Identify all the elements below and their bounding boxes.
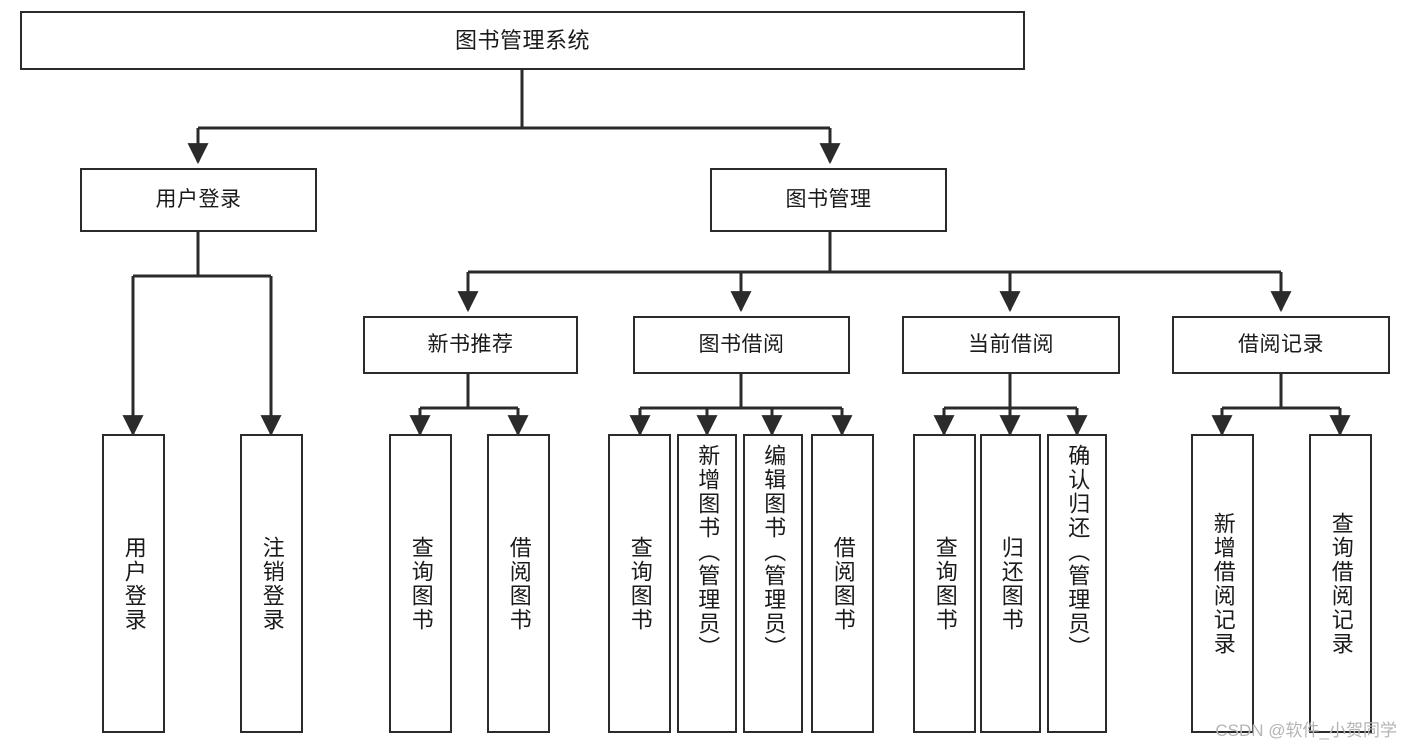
leaf-return-book[interactable]: 归还图书 [980, 434, 1041, 733]
csdn-watermark: CSDN @软件_小贺同学 [1215, 721, 1397, 740]
node-label: 查询图书 [627, 535, 653, 632]
node-label: 当前借阅 [968, 332, 1054, 356]
leaf-query-borrow-record[interactable]: 查询借阅记录 [1309, 434, 1372, 733]
node-label: 用户登录 [121, 535, 147, 632]
node-label: 新增借阅记录 [1210, 511, 1236, 656]
node-new-book-recommend[interactable]: 新书推荐 [363, 316, 578, 374]
node-book-manage[interactable]: 图书管理 [710, 168, 947, 232]
node-label: 查询借阅记录 [1328, 511, 1354, 656]
node-root-system[interactable]: 图书管理系统 [20, 11, 1025, 70]
node-label: 图书管理系统 [454, 27, 590, 53]
node-current-borrow[interactable]: 当前借阅 [902, 316, 1120, 374]
node-label: 编辑图书（管理员） [761, 444, 787, 660]
node-label: 查询图书 [932, 535, 958, 632]
leaf-query-book-borrow[interactable]: 查询图书 [608, 434, 671, 733]
leaf-edit-book[interactable]: 编辑图书（管理员） [743, 434, 803, 733]
leaf-query-book-current[interactable]: 查询图书 [913, 434, 976, 733]
node-label: 借阅记录 [1238, 332, 1324, 356]
leaf-add-borrow-record[interactable]: 新增借阅记录 [1191, 434, 1254, 733]
node-label: 用户登录 [155, 187, 242, 211]
node-label: 查询图书 [408, 535, 434, 632]
node-user-login[interactable]: 用户登录 [80, 168, 317, 232]
leaf-borrow-book[interactable]: 借阅图书 [811, 434, 874, 733]
leaf-user-login[interactable]: 用户登录 [102, 434, 165, 733]
leaf-borrow-book-recommend[interactable]: 借阅图书 [487, 434, 550, 733]
node-label: 新增图书（管理员） [695, 444, 721, 660]
leaf-query-book-recommend[interactable]: 查询图书 [389, 434, 452, 733]
leaf-logout[interactable]: 注销登录 [240, 434, 303, 733]
node-label: 注销登录 [259, 535, 285, 632]
node-label: 借阅图书 [830, 535, 856, 632]
node-label: 图书借阅 [698, 332, 785, 356]
node-book-borrow[interactable]: 图书借阅 [633, 316, 850, 374]
node-label: 归还图书 [998, 535, 1024, 632]
node-label: 确认归还（管理员） [1065, 444, 1091, 660]
leaf-add-book[interactable]: 新增图书（管理员） [677, 434, 737, 733]
node-label: 借阅图书 [506, 535, 532, 632]
node-label: 新书推荐 [427, 332, 514, 356]
node-label: 图书管理 [785, 187, 872, 211]
node-borrow-record[interactable]: 借阅记录 [1172, 316, 1390, 374]
leaf-confirm-return[interactable]: 确认归还（管理员） [1047, 434, 1107, 733]
